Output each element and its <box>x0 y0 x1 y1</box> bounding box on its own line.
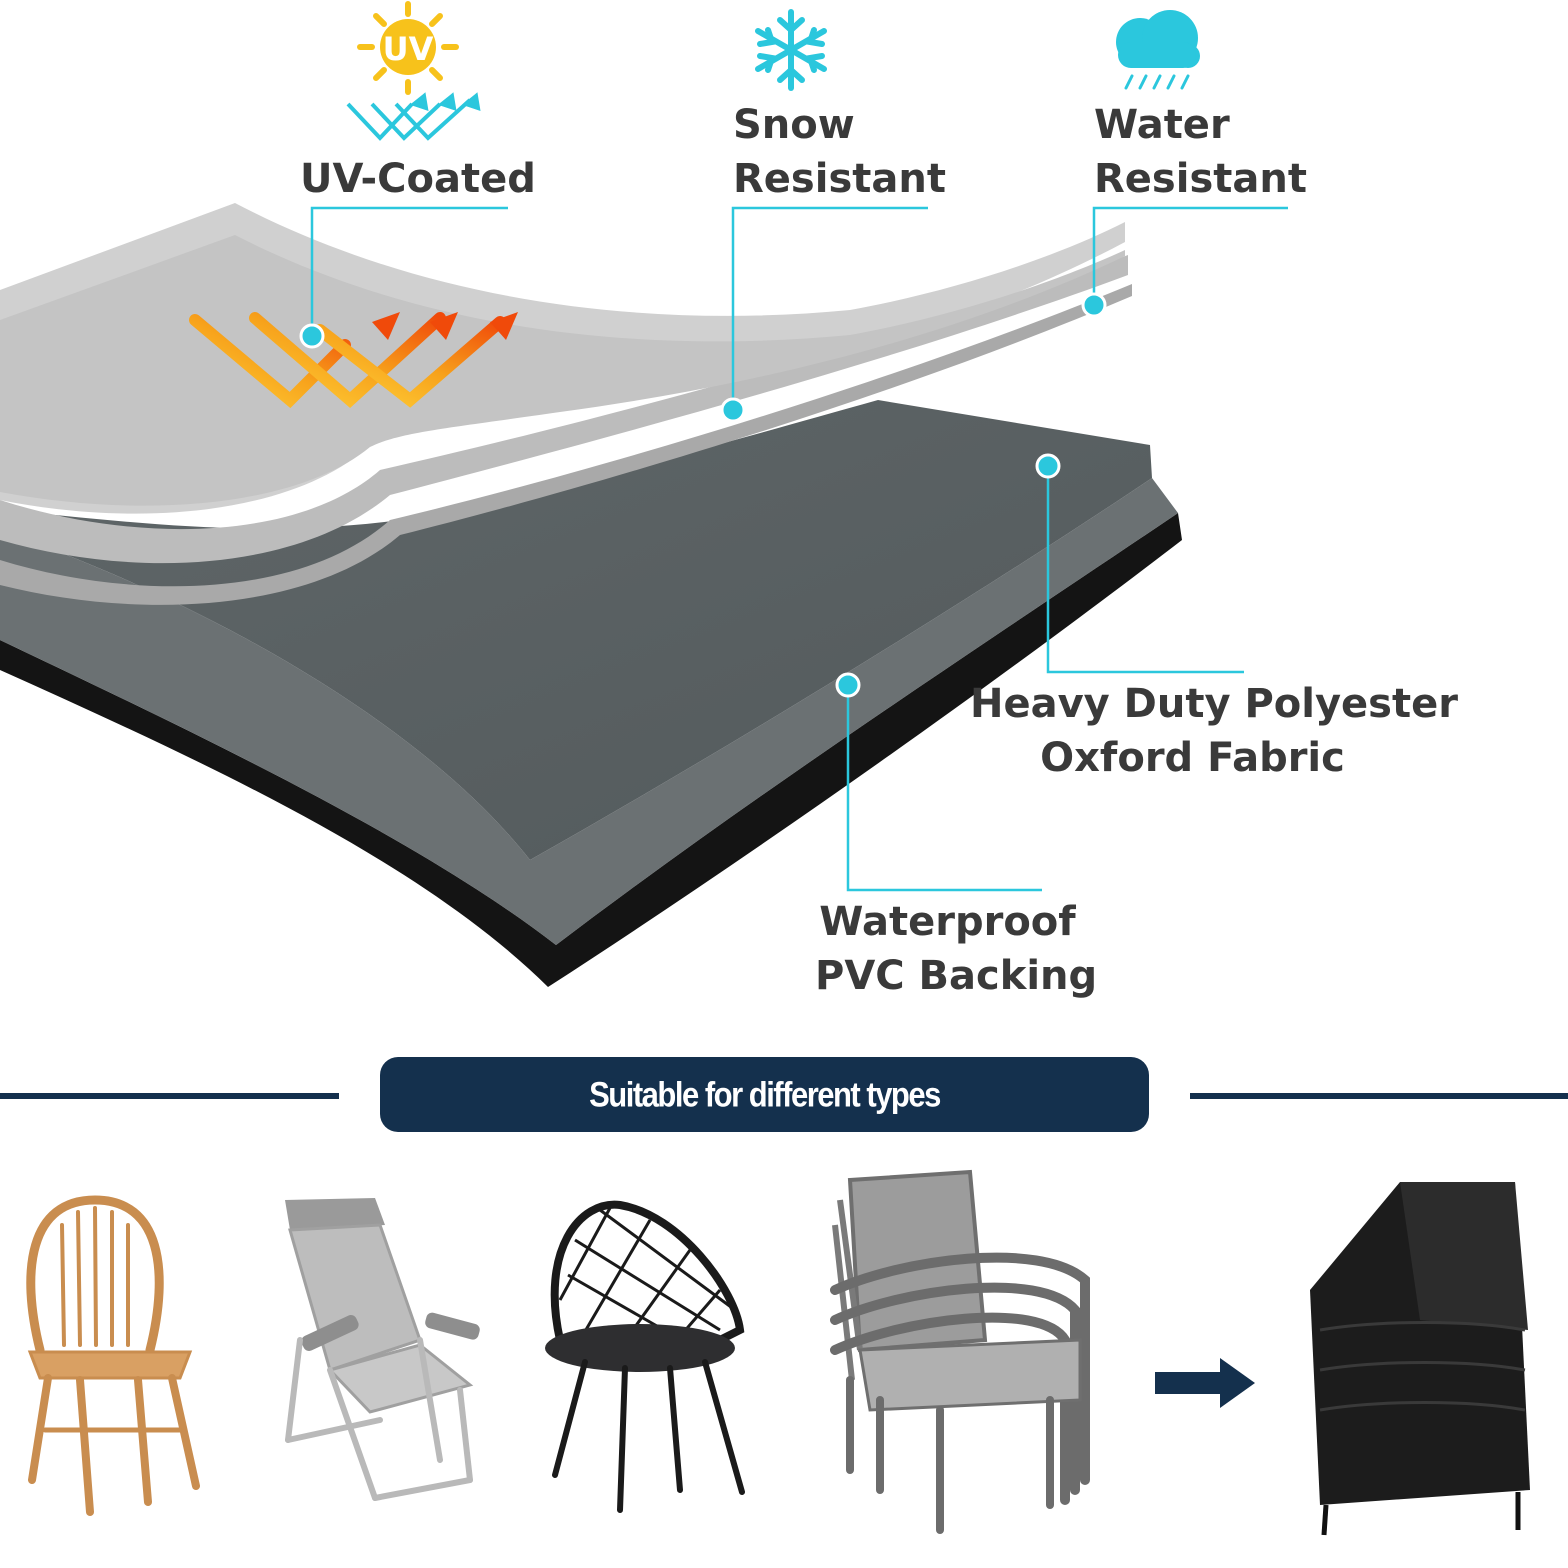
water-callout-dot <box>1081 292 1107 318</box>
polyester-fabric-edge <box>0 478 1178 945</box>
uv-sun-icon: UV <box>357 1 459 95</box>
pvc-callout-dot <box>835 672 861 698</box>
polyester-callout-line <box>1046 466 1244 674</box>
windsor-wooden-chair-icon <box>26 1195 200 1516</box>
banner-text: Suitable for different types <box>589 1073 941 1115</box>
pvc-backing-label: Waterproof PVC Backing <box>815 899 1098 999</box>
uv-badge-text: UV <box>383 30 434 68</box>
suitable-types-banner: Suitable for different types <box>380 1057 1149 1132</box>
uv-coated-sheet-inner <box>0 235 1125 506</box>
folding-reclining-chair-icon <box>285 1198 480 1501</box>
polyester-fabric-label: Heavy Duty Polyester Oxford Fabric <box>970 681 1458 781</box>
uv-reflection-wave-icon <box>346 92 481 141</box>
snow-callout-dot <box>720 397 746 423</box>
water-resistant-label: Water Resistant <box>1094 102 1307 202</box>
uv-coated-label: UV-Coated <box>300 156 536 202</box>
snowflake-icon <box>755 9 827 91</box>
snow-resistant-sheet <box>0 255 1128 564</box>
rain-cloud-icon <box>1116 10 1200 90</box>
snow-resistant-label: Snow Resistant <box>733 102 946 202</box>
banner-rule-left <box>0 1093 339 1099</box>
snow-callout-line <box>731 206 928 410</box>
uv-callout-dot <box>299 323 325 349</box>
uv-callout-line <box>310 206 508 336</box>
transform-arrow-icon <box>1155 1358 1255 1408</box>
heat-reflection-arrows-icon <box>189 312 518 409</box>
covered-chairs-icon <box>1310 1182 1530 1536</box>
wire-mesh-chair-icon <box>545 1200 745 1513</box>
stacked-rattan-chairs-icon <box>830 1169 1090 1534</box>
pvc-callout-line <box>846 685 1042 892</box>
banner-rule-right <box>1190 1093 1568 1099</box>
water-callout-line <box>1092 206 1288 305</box>
polyester-fabric-layer <box>0 400 1152 860</box>
polyester-callout-dot <box>1035 453 1061 479</box>
